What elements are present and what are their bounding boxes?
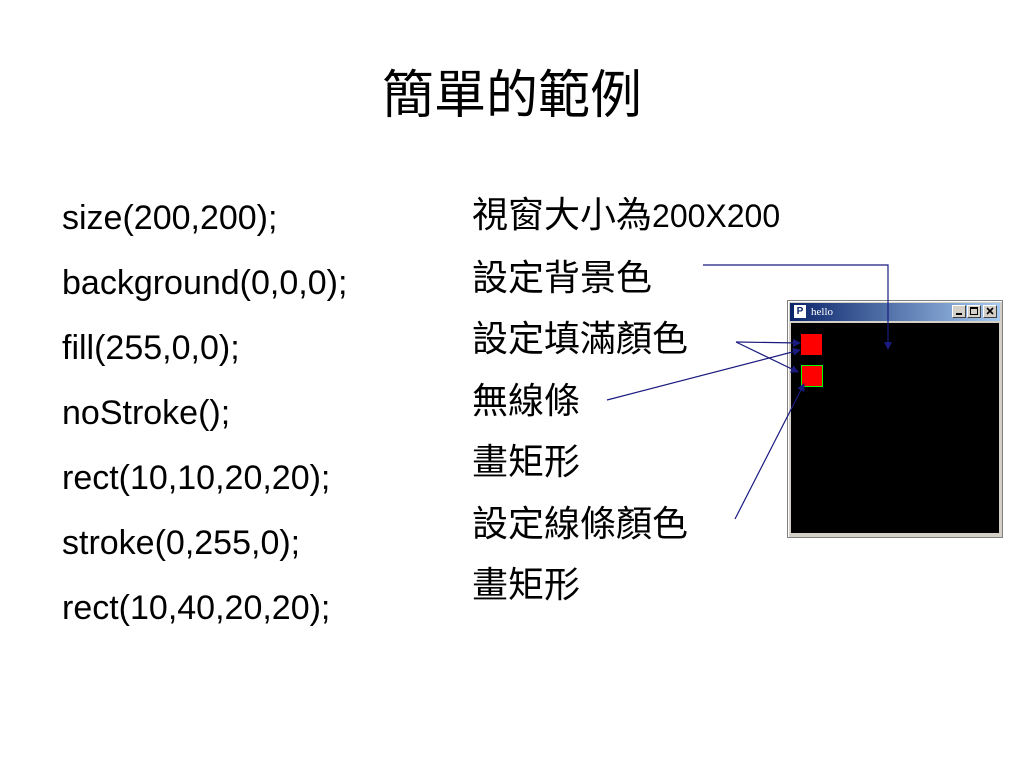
desc-window-size-text: 視窗大小為 <box>472 195 653 236</box>
desc-stroke-color: 設定線條顏色 <box>472 503 689 545</box>
desc-draw-rect-1: 畫矩形 <box>472 442 581 483</box>
code-line-stroke: stroke(0,255,0); <box>62 524 301 562</box>
sketch-window: P hello <box>787 300 1003 538</box>
close-button[interactable] <box>983 305 997 318</box>
desc-draw-rect-2: 畫矩形 <box>472 565 581 606</box>
red-rect-green-stroke <box>801 365 823 387</box>
code-line-rect-2: rect(10,40,20,20); <box>62 589 331 627</box>
slide-title: 簡單的範例 <box>381 66 642 126</box>
close-icon <box>986 307 994 315</box>
minimize-button[interactable] <box>952 305 966 318</box>
minimize-icon <box>956 313 962 315</box>
processing-app-icon: P <box>794 305 806 318</box>
desc-background: 設定背景色 <box>472 257 653 299</box>
description-list: 視窗大小為200X200 設定背景色 設定填滿顏色 無線條 畫矩形 設定線條顏色… <box>472 185 780 617</box>
desc-fill-color: 設定填滿顏色 <box>472 319 689 360</box>
code-listing: size(200,200); background(0,0,0); fill(2… <box>62 186 347 641</box>
window-title: hello <box>811 306 833 318</box>
code-line-size: size(200,200); <box>62 199 278 237</box>
desc-window-size-value: 200X200 <box>652 198 781 234</box>
code-line-rect-1: rect(10,10,20,20); <box>62 459 331 497</box>
code-line-background: background(0,0,0); <box>62 264 348 302</box>
code-line-fill: fill(255,0,0); <box>62 329 240 367</box>
maximize-button[interactable] <box>967 305 981 318</box>
desc-no-stroke: 無線條 <box>472 380 581 422</box>
sketch-canvas <box>791 323 999 533</box>
desc-window-size: 視窗大小為200X200 <box>472 185 780 248</box>
window-title-bar[interactable]: P hello <box>790 303 1000 321</box>
maximize-icon <box>970 307 978 315</box>
red-rect-no-stroke <box>801 334 822 355</box>
code-line-nostroke: noStroke(); <box>62 394 231 432</box>
